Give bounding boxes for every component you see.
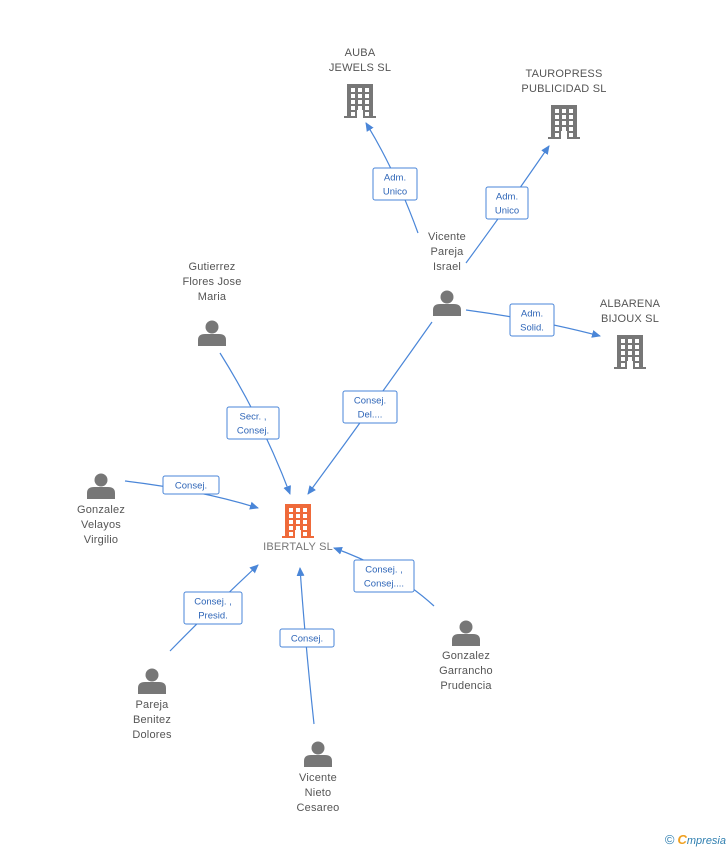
- edge-e-vp-tauro[interactable]: Adm. Unico: [465, 145, 550, 264]
- edge-label-text: Consej.: [354, 396, 386, 407]
- edge-label-box[interactable]: [485, 186, 529, 220]
- edge-e-gg-iber[interactable]: Consej. , Consej....: [333, 546, 435, 607]
- node-label: Prudencia: [440, 680, 492, 692]
- edge-e-vp-auba[interactable]: Adm. Unico: [365, 122, 419, 234]
- edge-label-text: Secr. ,: [240, 412, 267, 423]
- node-label: PUBLICIDAD SL: [521, 83, 606, 95]
- person-icon: [198, 320, 226, 346]
- edge-e-vp-iber[interactable]: Consej. Del....: [307, 321, 433, 495]
- edge-e-vp-alba[interactable]: Adm. Solid.: [465, 303, 601, 338]
- building-icon: [548, 105, 580, 139]
- node-label: Benitez: [133, 714, 171, 726]
- company-node-ibertaly[interactable]: IBERTALY SL: [263, 504, 333, 553]
- person-icon: [304, 741, 332, 767]
- edge-e-vn-iber[interactable]: Consej.: [279, 567, 335, 725]
- node-label: Israel: [433, 261, 461, 273]
- company-node-albarena[interactable]: ALBARENA BIJOUX SL: [600, 298, 661, 369]
- node-label: Gonzalez: [77, 504, 125, 516]
- edge-label-text: Solid.: [520, 323, 544, 334]
- edge-label-text: Adm.: [384, 173, 406, 184]
- node-label: Dolores: [132, 729, 172, 741]
- edge-e-pb-iber[interactable]: Consej. , Presid.: [169, 564, 259, 652]
- node-label: Pareja: [136, 699, 170, 711]
- edge-e-gv-iber[interactable]: Consej.: [124, 475, 259, 510]
- edge-label-box[interactable]: [353, 559, 415, 593]
- building-icon: [344, 84, 376, 118]
- edge-label-box[interactable]: [183, 591, 243, 625]
- node-label: Gonzalez: [442, 650, 490, 662]
- copyright-icon: ©: [664, 832, 675, 847]
- node-label: BIJOUX SL: [601, 313, 659, 325]
- node-label: Flores Jose: [182, 276, 241, 288]
- node-label: Nieto: [305, 787, 332, 799]
- nodes-layer: IBERTALY SL AUBA JEWELS SL TAUROPRESS PUBLIC…: [77, 47, 661, 815]
- person-icon: [433, 290, 461, 316]
- node-label: Vicente: [299, 772, 337, 784]
- company-node-tauropress[interactable]: TAUROPRESS PUBLICIDAD SL: [521, 68, 606, 139]
- edge-label-text: Del....: [358, 410, 383, 421]
- edge-label-text: Adm.: [496, 192, 518, 203]
- node-label: Pareja: [431, 246, 465, 258]
- edge-label-box[interactable]: [162, 475, 220, 495]
- edge-label-box[interactable]: [509, 303, 555, 337]
- edge-label-text: Consej. ,: [365, 565, 403, 576]
- node-label: IBERTALY SL: [263, 541, 333, 553]
- building-icon: [614, 335, 646, 369]
- node-label: Velayos: [81, 519, 121, 531]
- edge-label-text: Consej....: [364, 579, 404, 590]
- edge-label-text: Unico: [495, 206, 519, 217]
- node-label: ALBARENA: [600, 298, 661, 310]
- node-label: Maria: [198, 291, 227, 303]
- edge-label-box[interactable]: [279, 628, 335, 648]
- company-node-auba[interactable]: AUBA JEWELS SL: [329, 47, 391, 118]
- node-label: Vicente: [428, 231, 466, 243]
- edge-label-box[interactable]: [342, 390, 398, 424]
- brand-footer: ©Cmpresia: [665, 832, 726, 847]
- edge-label-box[interactable]: [372, 167, 418, 201]
- node-label: Gutierrez: [188, 261, 235, 273]
- brand-name: mpresia: [686, 835, 726, 847]
- edge-label-text: Adm.: [521, 309, 543, 320]
- edge-label-box[interactable]: [226, 406, 280, 440]
- node-label: AUBA: [345, 47, 376, 59]
- person-icon: [138, 668, 166, 694]
- node-label: TAUROPRESS: [526, 68, 603, 80]
- node-label: Virgilio: [84, 534, 118, 546]
- brand-initial: C: [677, 832, 687, 847]
- node-label: Garrancho: [439, 665, 493, 677]
- edge-e-gut-iber[interactable]: Secr. , Consej.: [219, 352, 291, 495]
- edge-label-text: Consej. ,: [194, 597, 232, 608]
- building-icon: [282, 504, 314, 538]
- person-icon: [87, 473, 115, 499]
- edge-label-text: Consej.: [175, 481, 207, 492]
- edge-label-text: Unico: [383, 187, 407, 198]
- node-label: JEWELS SL: [329, 62, 391, 74]
- edge-label-text: Consej.: [237, 426, 269, 437]
- edge-label-text: Consej.: [291, 634, 323, 645]
- node-label: Cesareo: [297, 802, 340, 814]
- person-icon: [452, 620, 480, 646]
- edge-label-text: Presid.: [198, 611, 228, 622]
